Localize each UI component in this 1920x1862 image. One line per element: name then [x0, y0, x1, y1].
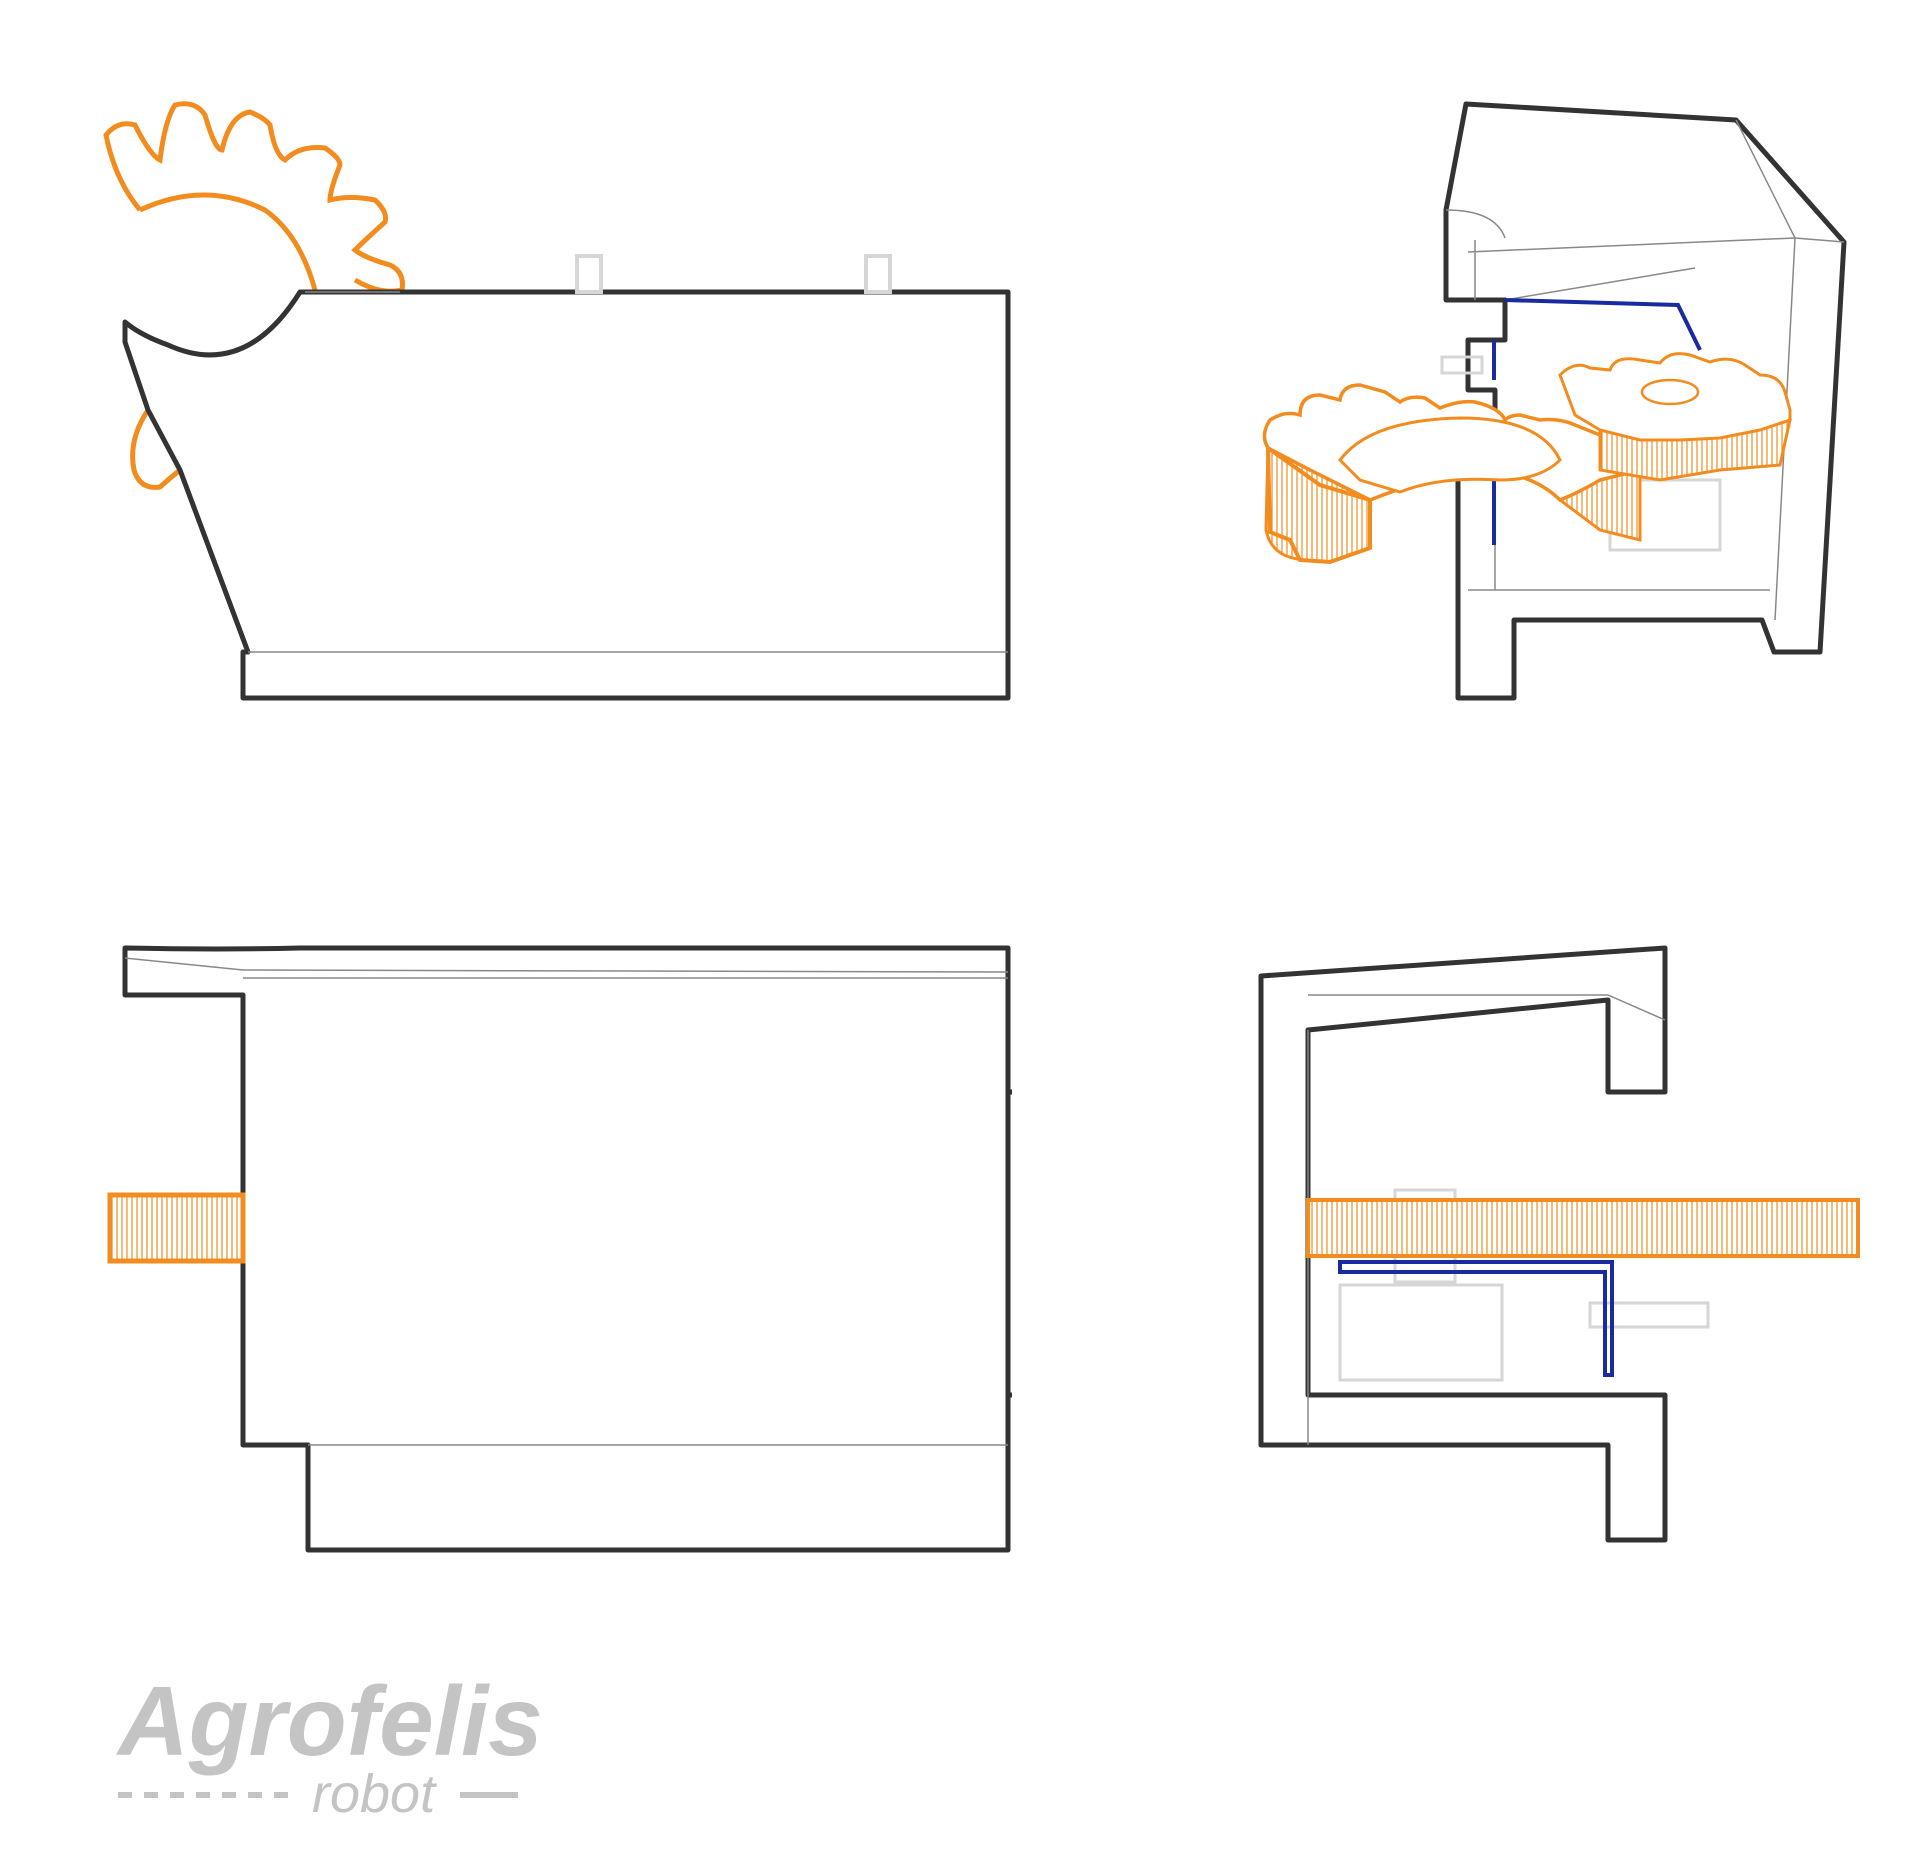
- front-blue-link: [1338, 1260, 1614, 1377]
- gear-icon: [1306, 1198, 1860, 1258]
- peg-left: [575, 254, 603, 294]
- peg-right: [864, 254, 892, 294]
- side-view-outline: [122, 289, 1011, 701]
- iso-blue-link: [1492, 298, 1702, 545]
- brand-logo: Agrofelis robot: [115, 1666, 543, 1824]
- small-gear-hub: [1640, 378, 1700, 406]
- isometric-view-top-right: [1262, 101, 1847, 701]
- brand-name: Agrofelis: [115, 1666, 543, 1776]
- brand-sub: robot: [312, 1764, 437, 1824]
- gear-icon: [107, 1192, 246, 1264]
- top-view-inner-lines: [124, 957, 1009, 1446]
- gear-hub-inner: [1338, 416, 1562, 494]
- gear-fragment: [130, 408, 182, 490]
- servo-outline: [1338, 1283, 1504, 1382]
- iso-frame-outline: [1443, 101, 1847, 701]
- brand-dash-line: [118, 1792, 518, 1798]
- top-view-bottom-left: [107, 945, 1012, 1553]
- front-view-bottom-right: [1258, 945, 1860, 1543]
- big-gear-left-side: [1265, 444, 1372, 565]
- ghost-tab: [1440, 355, 1484, 375]
- ghost-tab: [1588, 1301, 1710, 1329]
- top-view-outline: [122, 945, 1011, 1553]
- gear-icon: [103, 101, 405, 294]
- side-view-top-left: [103, 101, 1011, 701]
- gear-hub-arc: [138, 192, 318, 291]
